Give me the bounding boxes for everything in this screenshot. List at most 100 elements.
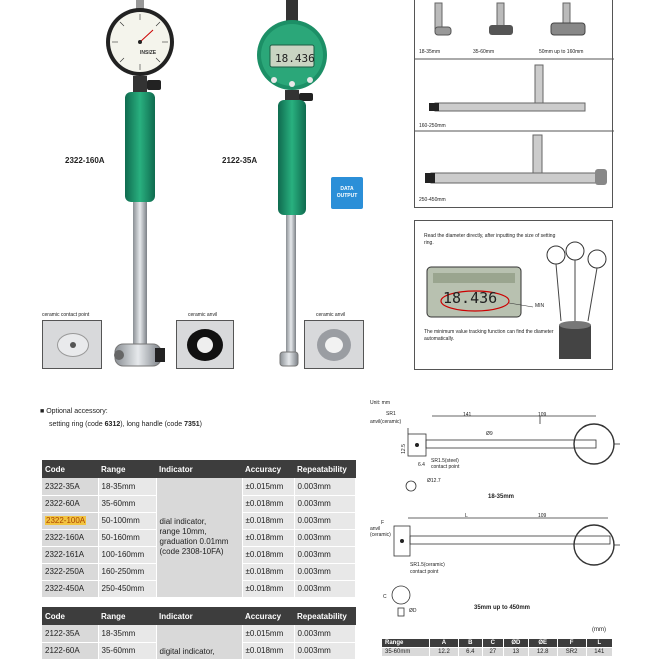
range-label-160-250: 160-250mm (419, 123, 446, 129)
dim-table-header: Range A B C ØD ØE F L (381, 638, 614, 648)
dimension-table: Range A B C ØD ØE F L 35-60mm 12.2 6.4 2… (381, 638, 614, 657)
dim-col-a: A (429, 638, 459, 648)
code-cell: 2322-161A (42, 546, 99, 564)
range-label-50-160: 50mm up to 160mm (539, 49, 584, 55)
range-cell: 100-160mm (98, 546, 157, 564)
code-cell: 2322-450A (42, 580, 99, 598)
col-range: Range (98, 460, 156, 478)
digital-bore-gauge-illustration (257, 0, 327, 367)
indicator-cell: digital indicator, (156, 625, 243, 660)
ring-text-bottom: The minimum value tracking function can … (424, 329, 554, 342)
code-cell: 2322-60A (42, 495, 99, 513)
code-cell-highlighted: 2322-100A (42, 512, 99, 530)
table-row: 2322-161A 100-160mm ±0.018mm 0.003mm (42, 546, 356, 564)
code-cell: 2122-35A (42, 625, 99, 643)
ring-text-top: Read the diameter directly, after inputt… (424, 233, 556, 246)
col-repeatability: Repeatability (294, 460, 356, 478)
col-accuracy: Accuracy (242, 460, 294, 478)
dim-cell: 6.4 (457, 647, 483, 657)
repeat-cell: 0.003mm (294, 642, 356, 660)
accessory-line: setting ring (code 6312), long handle (c… (49, 421, 202, 428)
dim-127: Ø12.7 (427, 478, 441, 484)
col-code: Code (42, 607, 98, 625)
code-cell: 2122-60A (42, 642, 99, 660)
c-label: C (383, 594, 387, 600)
range-cell: 35-60mm (98, 642, 157, 660)
d-label: ØD (409, 608, 417, 614)
range-label-35-60: 35-60mm (473, 49, 495, 55)
indicator-line-2: range 10mm, (159, 527, 207, 537)
setting-ring-code: 6312 (104, 421, 121, 428)
digital-gauge-spec-table: Code Range Indicator Accuracy Repeatabil… (42, 607, 356, 660)
repeat-cell: 0.003mm (294, 563, 356, 581)
table-row: 35-60mm 12.2 6.4 27 13 12.8 SR2 141 (381, 647, 614, 657)
dial-bore-gauge-illustration (106, 0, 174, 367)
code-cell: 2322-250A (42, 563, 99, 581)
accuracy-cell: ±0.018mm (242, 580, 295, 598)
dial-gauge-spec-table: Code Range Indicator Accuracy Repeatabil… (42, 460, 356, 598)
table-row: 2122-35A 18-35mm digital indicator, ±0.0… (42, 625, 356, 660)
range-label-18-35: 18-35mm (419, 49, 441, 55)
dim-12: 12.5 (400, 444, 407, 454)
accuracy-cell: ±0.018mm (242, 512, 295, 530)
repeat-cell: 0.003mm (294, 625, 356, 643)
dim-9: Ø9 (486, 431, 493, 437)
dim-cell: 12.2 (429, 647, 459, 657)
right-gauge-model: 2122-35A (222, 156, 258, 165)
range-cell: 50-100mm (98, 512, 157, 530)
data-output-badge: DATA OUTPUT (331, 177, 363, 209)
l-label: L (465, 513, 468, 519)
drawing-caption-1: 18-35mm (488, 494, 515, 500)
dim-141: 141 (463, 412, 472, 418)
table-row: 2322-60A 35-60mm ±0.018mm 0.003mm (42, 495, 356, 513)
dim-col-c: C (481, 638, 504, 648)
setting-ring-panel: Read the diameter directly, after inputt… (414, 220, 613, 370)
table-row: 2322-450A 250-450mm ±0.018mm 0.003mm (42, 580, 356, 598)
left-gauge-model: 2322-160A (65, 156, 105, 165)
indicator-cell: dial indicator, range 10mm, graduation 0… (156, 478, 243, 598)
range-cell: 18-35mm (98, 625, 157, 643)
table2-header: Code Range Indicator Accuracy Repeatabil… (42, 607, 356, 625)
indicator-line-3: graduation 0.01mm (159, 537, 229, 547)
detail-label-3: ceramic anvil (316, 312, 346, 318)
table-row: 2322-160A 50-160mm ±0.018mm 0.003mm (42, 529, 356, 547)
range-cell: 160-250mm (98, 563, 157, 581)
accuracy-cell: ±0.018mm (242, 495, 295, 513)
detail-contact-point-image (42, 320, 102, 369)
repeat-cell: 0.003mm (294, 529, 356, 547)
dim-cell: 141 (585, 647, 614, 657)
drawing-unit: Unit: mm (370, 400, 390, 406)
table-row: 2322-250A 160-250mm ±0.018mm 0.003mm (42, 563, 356, 581)
f-label: F (381, 520, 385, 526)
repeat-cell: 0.003mm (294, 512, 356, 530)
dim-col-l: L (585, 638, 614, 648)
digital-gauge-reading: 18.436 (275, 52, 315, 65)
anvil-label-2: anvil (370, 526, 381, 532)
col-indicator: Indicator (156, 460, 242, 478)
sr2-label: SR1.5(ceramic) (410, 562, 445, 568)
accuracy-cell: ±0.018mm (242, 529, 295, 547)
dim-109: 109 (538, 412, 547, 418)
code-cell: 2322-160A (42, 529, 99, 547)
dim-cell: 27 (481, 647, 504, 657)
highlighted-code: 2322-100A (45, 516, 87, 525)
range-cell: 35-60mm (98, 495, 157, 513)
contact-point-label: contact point (431, 464, 460, 470)
sr15-label: SR1.5(steel) (431, 458, 459, 464)
accessory-suffix: ) (199, 421, 202, 428)
ranges-panel: 18-35mm 35-60mm 50mm up to 160mm 160-250… (414, 0, 614, 208)
ceramic-label-2: (ceramic) (370, 532, 391, 538)
drawing-caption-2: 35mm up to 450mm (474, 605, 531, 611)
accessory-prefix: setting ring (code (49, 421, 105, 428)
dim-cell: 35-60mm (381, 647, 430, 657)
repeat-cell: 0.003mm (294, 478, 356, 496)
dim-col-d: ØD (502, 638, 529, 648)
detail-label-2: ceramic anvil (188, 312, 218, 318)
dim-cell: SR2 (556, 647, 587, 657)
col-range: Range (98, 607, 156, 625)
accuracy-cell: ±0.015mm (242, 478, 295, 496)
anvil-ceramic-label: anvil(ceramic) (370, 419, 402, 425)
dim-cell: 12.8 (527, 647, 558, 657)
dim-col-e: ØE (527, 638, 558, 648)
